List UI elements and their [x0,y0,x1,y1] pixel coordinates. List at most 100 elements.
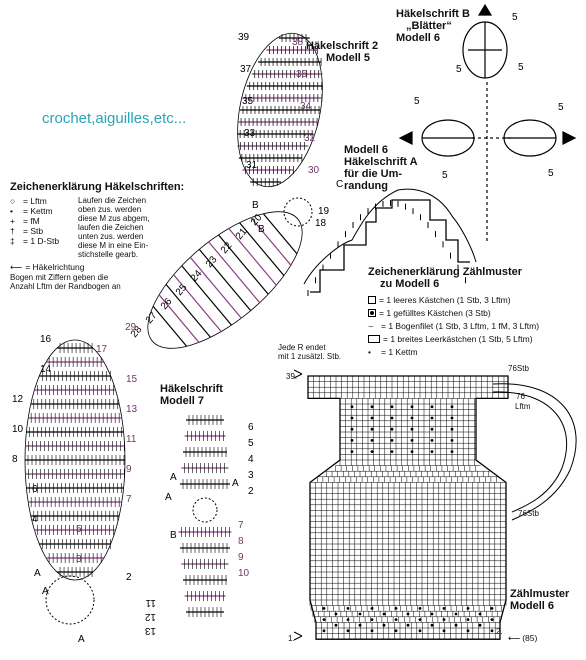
wide-square-icon [368,335,380,343]
title-modell-5: Häkelschrift 2 Modell 5 [306,40,378,64]
filled-square-dot [466,629,470,633]
lacet-icon: ⌣ [368,321,374,331]
filled-square-dot [390,427,394,431]
filled-square-dot [394,607,398,610]
pitcher-outline [307,375,509,640]
filled-square-dot [410,416,414,420]
count-85: (85) [522,633,538,643]
row-number: 29 [125,322,137,333]
filled-square-dot [390,405,394,409]
filled-square-dot [406,612,410,616]
row-number: 19 [318,206,330,217]
row-number: 5 [248,438,254,449]
legend-item: ○= Lftm [10,196,72,206]
row-number: 30 [308,165,320,176]
row-number: 21 [234,226,250,242]
filled-square-dot [370,416,374,420]
filled-square-dot [490,607,494,610]
border-steps [310,199,470,293]
row-number: 35 [242,96,254,107]
double-crochet-icon: † [10,226,15,236]
title-modell-7: Häkelschrift Modell 7 [160,383,223,407]
single-crochet-icon: + [10,216,15,226]
row-number: 7 [126,494,132,505]
chart-row-39: 39. [286,372,298,381]
row-number: 8 [238,536,244,547]
center-ring [192,497,218,523]
marker-label: A [170,472,177,483]
filled-square-dot [382,623,386,627]
row-number: 10 [238,568,250,579]
border-arcs [303,188,477,285]
filled-square-icon [368,309,376,317]
row-number: 11 [145,597,156,608]
marker-label: A [232,478,239,489]
filled-square-dot [322,618,326,621]
title-line: Häkelschrift [160,383,223,395]
legend-title: Zeichenerklärung Zählmuster [368,266,523,278]
filled-square-dot [370,607,374,610]
row-arrow [293,369,303,379]
arrow-left-icon: ⟵ [10,262,23,272]
filled-square-dot [442,618,446,621]
filled-square-dot [334,623,338,627]
legend-item: = 1 leeres Kästchen (1 Stb, 3 Lftm) [368,295,583,305]
legend-arrow-row: ⟵ = Häkelrichtung [10,262,270,272]
row-number: 3 [248,470,254,481]
arc-count: 5 [442,170,448,181]
filled-square-dot [466,618,470,621]
filled-square-dot [490,618,494,621]
legend-item: ⌣= 1 Bogenfilet (1 Stb, 3 Lftm, 1 fM, 3 … [368,321,583,331]
border-diagram [303,188,477,296]
stitch-row [181,265,232,326]
filled-square-dot [346,607,350,610]
legend-count-chart: Zeichenerklärung Zählmuster zu Modell 6 … [368,266,583,357]
filled-square-dot [350,405,354,409]
row-number: 4 [248,454,254,465]
filled-square-dot [430,450,434,453]
legend-crochet-symbols: Zeichenerklärung Häkelschriften: ○= Lftm… [10,181,270,291]
row-number: 38 [292,37,304,48]
row-number: 26 [159,296,175,312]
filled-square-dot [390,450,394,453]
filled-square-dot [418,618,422,621]
legend-text: = 1 Kettm [381,347,418,357]
row-number: 9 [126,464,132,475]
row-number: 34 [300,101,312,112]
filled-square-dot [418,629,422,633]
filled-square-dot [358,612,362,616]
marker-label: 2 [126,572,132,583]
modell5-upper-oval [237,32,323,188]
legend-text: = Kettm [23,206,53,216]
note-line: unten zus. werden [78,232,144,241]
note-line: diese M in eine Ein- [78,241,149,250]
filled-square-dot [418,607,422,610]
legend-bogen: Bogen mit Ziffern geben die Anzahl Lftm … [10,273,270,291]
legend-title: Zeichenerklärung Häkelschriften: [10,181,185,193]
stitch-row [228,228,277,286]
title-line: „Blätter“ [406,20,452,32]
legend-item: †= Stb [10,226,72,236]
legend-item: •= Kettm [10,206,72,216]
stitch-row [189,256,242,319]
leaves-diagram [398,3,577,241]
title-line: Häkelschrift A [344,156,418,168]
chart-76: 76 [516,392,525,401]
row-number: 33 [244,128,256,139]
filled-square-dot [450,439,454,442]
stitch-row [165,284,211,338]
arc-count: 5 [512,12,518,23]
chart-row-2: 2. [496,627,503,636]
title-line: Modell 6 [510,600,555,612]
marker-label: A [165,492,172,503]
stitch-row [239,222,285,276]
title-border: Modell 6 Häkelschrift A für die Um- rand… [344,144,418,192]
legend-text: = 1 breites Leerkästchen (1 Stb, 5 Lftm) [383,334,533,344]
filled-square-dot [390,416,394,420]
marker-label: C [336,179,343,190]
slip-stitch-icon: • [368,347,371,357]
filled-square-dot [350,416,354,420]
arrow-icon [398,131,413,145]
note-line: Jede R endet [278,343,326,352]
arc-count: 5 [558,102,564,113]
